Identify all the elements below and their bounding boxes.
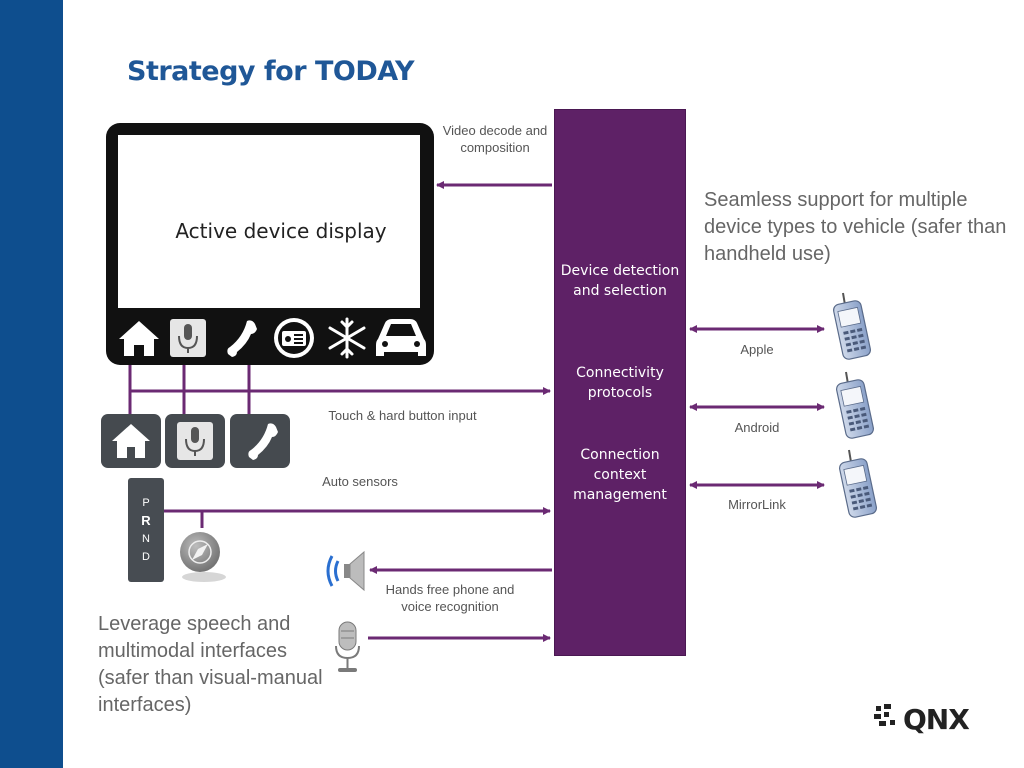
qnx-logo-mark <box>874 704 895 726</box>
snowflake-icon[interactable] <box>328 317 366 359</box>
mobile-phone-icon <box>836 371 874 439</box>
left-sidebar-band <box>0 0 63 768</box>
hard-button-voice[interactable] <box>165 414 225 468</box>
gear-r: R <box>141 513 151 528</box>
label-video-decode: Video decode and composition <box>442 123 548 155</box>
mobile-phone-icon <box>833 292 871 360</box>
home-icon[interactable] <box>119 321 159 356</box>
label-auto-sensors: Auto sensors <box>322 474 398 489</box>
hub-connection-context: Connection context management <box>573 447 667 503</box>
gear-selector-prnd: P R N D <box>128 478 164 582</box>
qnx-logo-text: QNX <box>903 703 970 736</box>
car-icon[interactable] <box>376 319 426 356</box>
label-touch-input: Touch & hard button input <box>328 408 477 423</box>
hard-button-phone[interactable] <box>230 414 290 468</box>
microphone-icon[interactable] <box>170 319 206 357</box>
text-seamless-support: Seamless support for multiple device typ… <box>704 189 1007 265</box>
label-handsfree: Hands free phone and voice recognition <box>385 582 515 614</box>
microphone-icon <box>335 621 360 672</box>
speaker-icon <box>326 550 365 592</box>
connectivity-hub <box>554 109 686 656</box>
gear-p: P <box>142 497 150 509</box>
phone-icon[interactable] <box>227 320 257 357</box>
active-device-display: Active device display <box>106 123 434 365</box>
hard-button-home[interactable] <box>101 414 161 468</box>
gear-n: N <box>142 533 150 545</box>
radio-icon[interactable] <box>274 318 314 358</box>
gear-d: D <box>142 551 150 563</box>
compass-icon <box>180 532 226 582</box>
display-screen-area: Active device display <box>118 135 420 308</box>
slide-title: Strategy for TODAY <box>127 56 415 87</box>
phone-icon <box>248 423 278 460</box>
hub-connectivity-protocols: Connectivity protocols <box>576 365 664 401</box>
label-apple: Apple <box>740 342 774 357</box>
mobile-phone-icon <box>839 449 877 518</box>
label-android: Android <box>734 420 780 435</box>
microphone-icon <box>177 422 213 460</box>
label-mirrorlink: MirrorLink <box>728 497 786 512</box>
hub-device-detection: Device detection and selection <box>560 263 680 299</box>
display-icon-bar <box>119 317 426 359</box>
text-leverage-speech: Leverage speech and multimodal interface… <box>98 613 323 716</box>
home-icon <box>112 424 150 458</box>
display-label: Active device display <box>175 219 387 243</box>
